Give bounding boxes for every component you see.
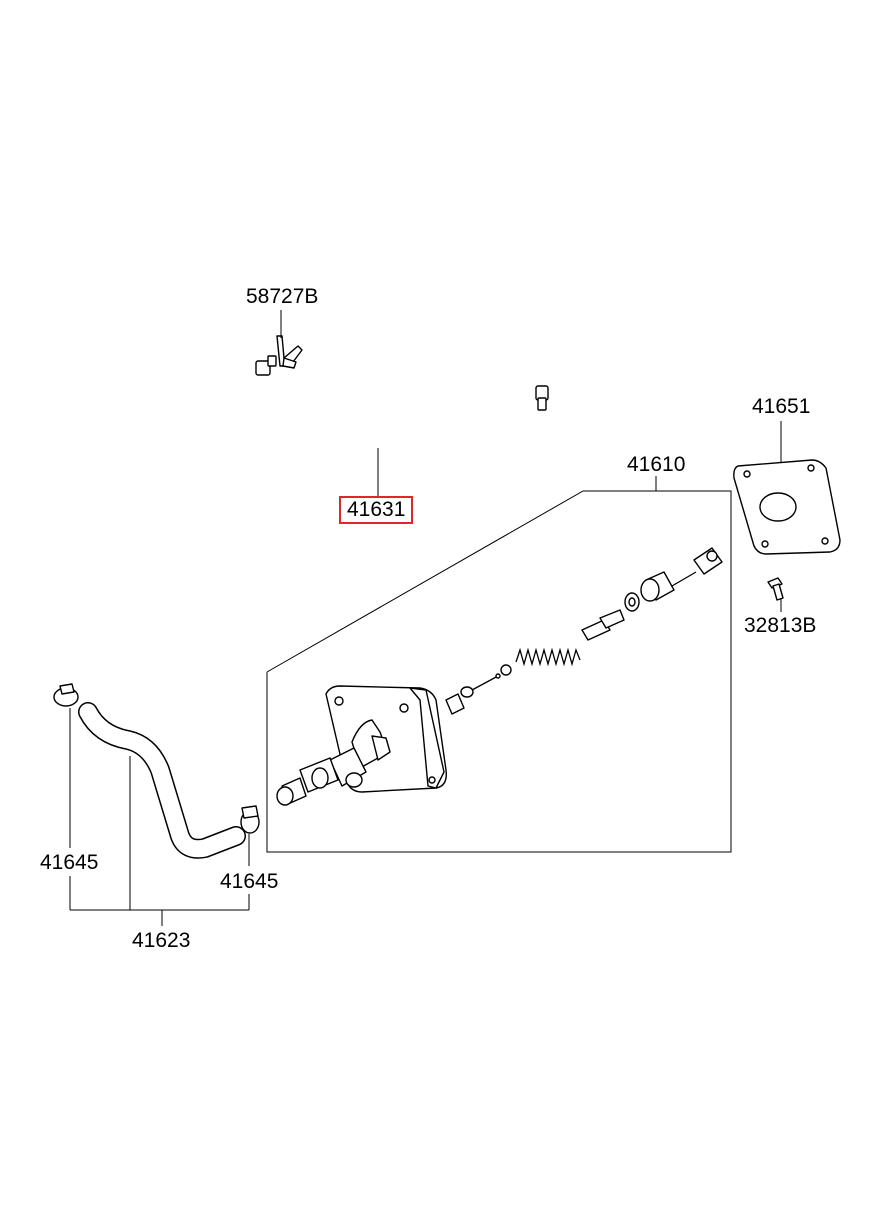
clamp-bracket-part[interactable]	[276, 335, 303, 369]
label-41610[interactable]: 41610	[627, 453, 686, 476]
label-41645-left[interactable]: 41645	[40, 851, 99, 874]
bolt-part[interactable]	[767, 577, 784, 601]
clutch-tube-part[interactable]	[217, 323, 549, 474]
internal-parts[interactable]	[445, 547, 723, 715]
master-cylinder-part[interactable]	[276, 685, 447, 806]
label-41651[interactable]: 41651	[752, 395, 811, 418]
label-41631-highlighted[interactable]: 41631	[339, 496, 414, 524]
hose-leaders	[69, 708, 250, 926]
hose-clamp-right-part[interactable]	[240, 805, 260, 834]
label-41623[interactable]: 41623	[132, 929, 191, 952]
gasket-plate-part[interactable]	[733, 459, 841, 555]
label-41645-right[interactable]: 41645	[220, 870, 279, 893]
hose-clamp-left-part[interactable]	[53, 683, 79, 707]
label-58727b[interactable]: 58727B	[246, 285, 319, 308]
assembly-frame	[266, 476, 732, 853]
reservoir-hose-part[interactable]	[78, 702, 246, 859]
label-32813b[interactable]: 32813B	[744, 614, 817, 637]
